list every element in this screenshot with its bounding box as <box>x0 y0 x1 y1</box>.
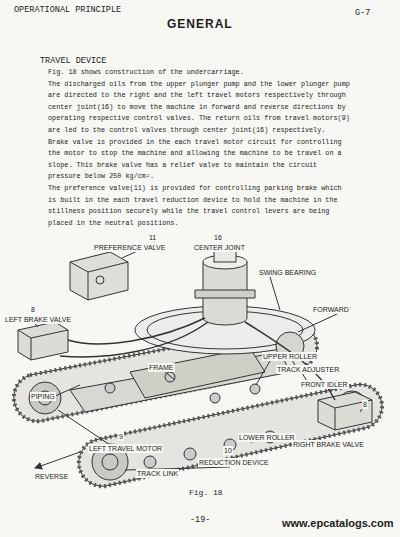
part-label: PREFERENCE VALVE <box>93 243 166 252</box>
part-label: UPPER ROLLER <box>262 352 318 361</box>
body-text: Fig. 18 shows construction of the underc… <box>48 67 350 229</box>
part-label: TRACK ADJUSTER <box>276 365 340 374</box>
paragraph: The preference valve(11) is provided for… <box>48 183 350 229</box>
subheading: TRAVEL DEVICE <box>40 56 106 66</box>
part-label: RIGHT BRAKE VALVE <box>292 440 365 449</box>
part-label: LOWER ROLLER <box>238 433 296 442</box>
paragraph: Brake valve is provided in the each trav… <box>48 137 350 183</box>
figure-caption: Fig. 18 <box>188 488 224 497</box>
part-label: FRAME <box>148 363 175 372</box>
page-title: GENERAL <box>167 17 233 31</box>
direction-label: REVERSE <box>34 472 69 481</box>
direction-label: FORWARD <box>312 305 350 314</box>
paragraph: Fig. 18 shows construction of the underc… <box>48 67 350 79</box>
callout-number: 16 <box>213 233 223 242</box>
callout-number: 8 <box>362 400 368 409</box>
part-label: FRONT IDLER <box>300 380 349 389</box>
callout-number: 9 <box>118 432 124 441</box>
part-label: LEFT BRAKE VALVE <box>4 315 72 324</box>
page-number: -19- <box>190 515 210 525</box>
paragraph: The discharged oils from the upper plung… <box>48 79 350 137</box>
callout-number: 11 <box>148 233 157 242</box>
part-label: CENTER JOINT <box>193 243 246 252</box>
callout-number: 8 <box>30 305 36 314</box>
part-label: TRACK LINK <box>136 469 179 478</box>
section-header: OPERATIONAL PRINCIPLE <box>14 5 121 15</box>
part-label: REDUCTION DEVICE <box>198 458 270 467</box>
part-label: LEFT TRAVEL MOTOR <box>88 444 163 453</box>
part-label: SWING BEARING <box>258 268 317 277</box>
page-code: G-7 <box>355 8 370 18</box>
part-label: PIPING <box>30 392 56 401</box>
watermark: www.epcatalogs.com <box>282 517 393 529</box>
callout-number: 10 <box>223 446 233 455</box>
